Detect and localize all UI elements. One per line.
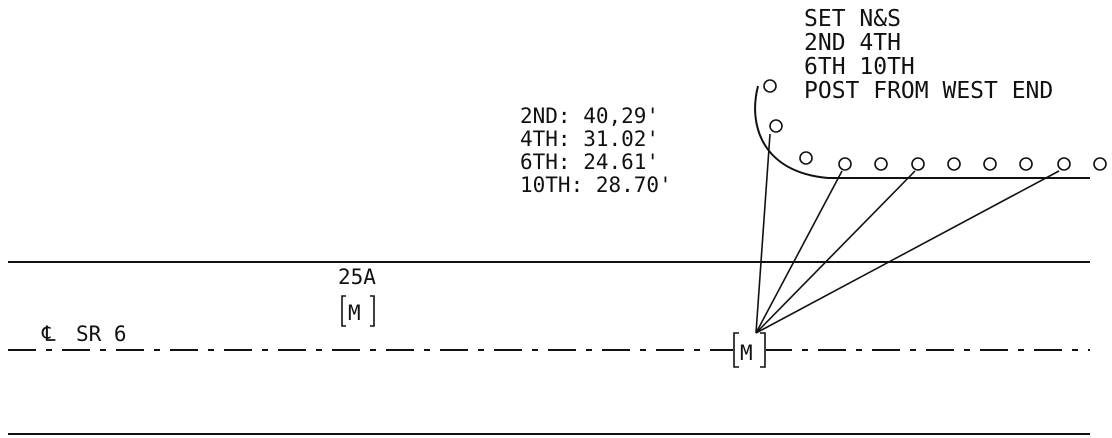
tie-line-2nd xyxy=(755,133,771,334)
post-1 xyxy=(763,79,777,93)
note-line-3: 6TH 10TH xyxy=(804,54,915,80)
post-5 xyxy=(874,157,888,171)
distance-4th: 4TH: 31.02' xyxy=(520,127,659,151)
tie-line-4th xyxy=(755,170,843,334)
monument-25a-symbol: M xyxy=(348,301,361,325)
monument-centerline: M xyxy=(733,332,766,368)
post-9 xyxy=(1019,157,1033,171)
note-block: SET N&S 2ND 4TH 6TH 10TH POST FROM WEST … xyxy=(804,6,1053,104)
post-3 xyxy=(799,151,813,165)
station-label: 25A xyxy=(338,265,376,289)
post-8 xyxy=(983,157,997,171)
tie-line-10th xyxy=(755,170,1060,334)
post-2 xyxy=(769,119,783,133)
post-11 xyxy=(1093,157,1107,171)
tie-lines xyxy=(755,133,1060,334)
tie-line-6th xyxy=(755,170,916,334)
distance-2nd: 2ND: 40,29' xyxy=(520,104,659,128)
note-line-1: SET N&S xyxy=(804,6,901,32)
distance-6th: 6TH: 24.61' xyxy=(520,150,659,174)
guardrail-posts xyxy=(763,79,1107,171)
note-line-4: POST FROM WEST END xyxy=(804,78,1053,104)
post-7 xyxy=(947,157,961,171)
note-line-2: 2ND 4TH xyxy=(804,30,901,56)
distances-block: 2ND: 40,29' 4TH: 31.02' 6TH: 24.61' 10TH… xyxy=(520,104,672,197)
post-10 xyxy=(1057,157,1071,171)
post-4 xyxy=(838,157,852,171)
road-label: SR 6 xyxy=(76,322,127,346)
distance-10th: 10TH: 28.70' xyxy=(520,173,672,197)
post-6 xyxy=(911,157,925,171)
monument-centerline-symbol: M xyxy=(740,341,753,365)
monument-25a: M xyxy=(341,295,375,327)
centerline-symbol: ℄ xyxy=(41,322,56,346)
guardrail xyxy=(754,85,1090,179)
